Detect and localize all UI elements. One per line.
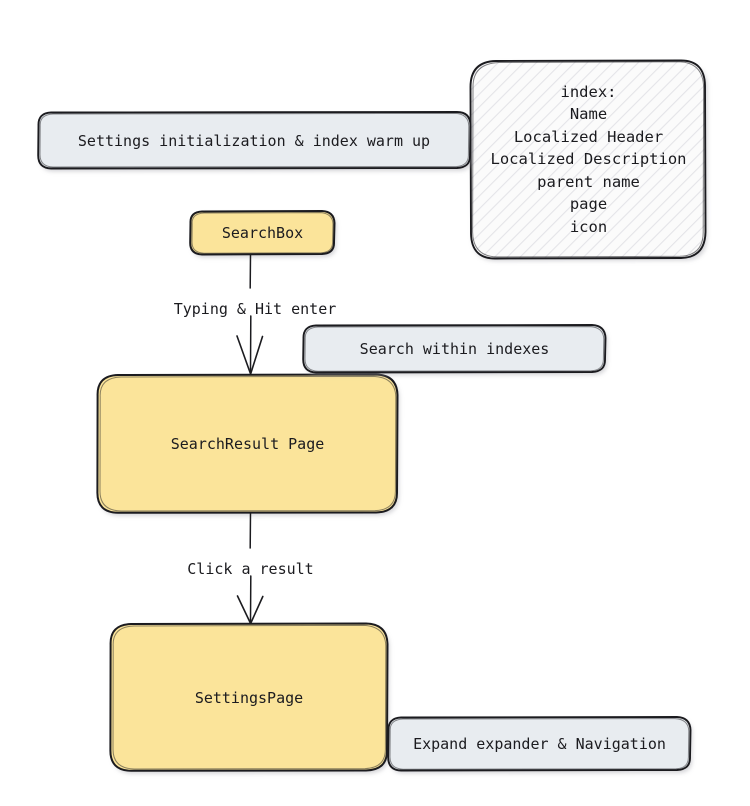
note-init-shape xyxy=(37,111,472,170)
search-result-page-shape xyxy=(96,373,399,514)
note-expand[interactable] xyxy=(388,717,691,771)
note-expand-shape xyxy=(387,716,692,772)
note-search-indexes-shape xyxy=(302,324,607,374)
search-box-shape xyxy=(189,210,336,256)
edge-typing-shape xyxy=(236,254,264,375)
settings-page-shape xyxy=(109,622,389,772)
index-card-shape xyxy=(469,59,707,260)
edge-click-shape xyxy=(236,512,264,625)
settings-page-node[interactable] xyxy=(110,624,388,771)
index-card[interactable] xyxy=(471,61,706,258)
note-init[interactable] xyxy=(38,112,470,169)
search-result-page-node[interactable] xyxy=(97,375,398,513)
search-box-node[interactable] xyxy=(190,211,335,255)
note-search-indexes[interactable] xyxy=(303,325,606,373)
